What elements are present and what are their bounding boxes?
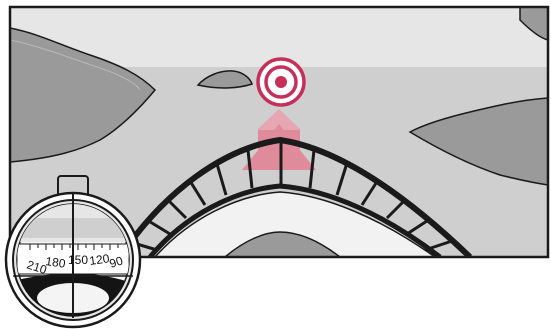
scene-border	[8, 5, 550, 259]
scene-view	[10, 7, 548, 257]
bow-rail-bottom	[148, 183, 442, 257]
compass-icon: 210 180 150 120 90	[4, 175, 142, 329]
island	[196, 70, 253, 89]
left-shore-highlight	[10, 39, 141, 91]
compass-label-180: 180	[45, 254, 67, 271]
sky	[10, 7, 548, 67]
bow-deck	[153, 191, 437, 257]
bow-tip	[223, 231, 342, 257]
target-icon	[256, 57, 306, 107]
compass-label-120: 120	[88, 251, 110, 268]
bow-stanchions	[129, 143, 453, 252]
compass-ticks	[29, 244, 119, 250]
double-chevron-up-icon	[242, 109, 316, 170]
compass-label-90: 90	[108, 253, 125, 271]
bow-rail-top	[117, 136, 473, 257]
left-shore	[10, 27, 157, 163]
compass-label-210: 210	[25, 258, 49, 278]
compass-label-150: 150	[68, 253, 88, 267]
right-shore	[408, 97, 548, 186]
